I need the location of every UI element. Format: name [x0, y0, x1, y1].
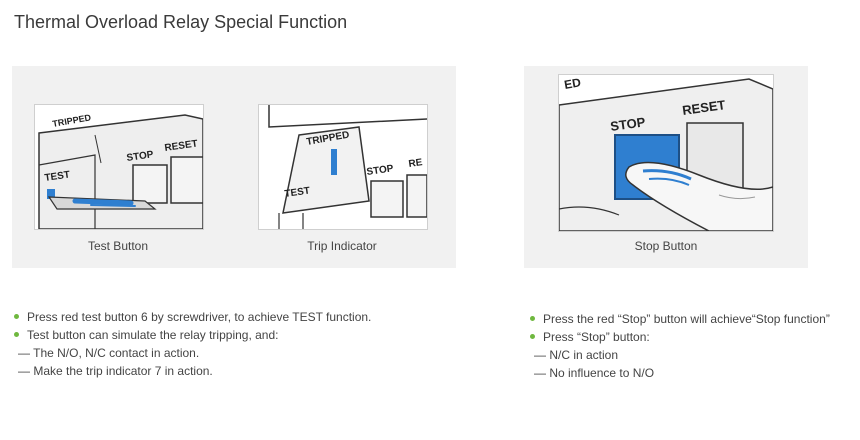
test-button-photo: TRIPPED STOP RESET TEST: [34, 104, 204, 230]
right-notes: Press the red “Stop” button will achieve…: [530, 310, 830, 382]
bullet-dot: [530, 334, 535, 340]
stop-label: STOP: [366, 163, 395, 178]
bullet-dot: [530, 316, 535, 322]
left-notes: Press red test button 6 by screwdriver, …: [14, 308, 371, 380]
right-image-panel: ED STOP RESET Stop Button: [524, 66, 808, 268]
stop-button-caption: Stop Button: [634, 239, 698, 253]
test-label: TEST: [44, 170, 71, 184]
bullet-dot: [14, 332, 19, 338]
test-button-caption: Test Button: [87, 239, 149, 253]
trip-indicator-photo: TRIPPED TEST STOP RE: [258, 104, 428, 230]
list-item: — N/C in action: [534, 348, 619, 362]
list-item: — No influence to N/O: [534, 366, 655, 380]
list-item: — The N/O, N/C contact in action.: [18, 346, 200, 360]
reset-label: RESET: [164, 138, 199, 154]
bullet-dot: [14, 314, 19, 320]
list-item: Press the red “Stop” button will achieve…: [530, 310, 830, 328]
reset-label: RE: [408, 157, 424, 170]
trip-indicator-flag: [331, 149, 337, 175]
test-label: TEST: [284, 186, 311, 200]
trip-indicator-caption: Trip Indicator: [307, 239, 377, 253]
list-item: Test button can simulate the relay tripp…: [14, 326, 371, 344]
list-item: — Make the trip indicator 7 in action.: [18, 364, 213, 378]
test-button-marker: [47, 189, 55, 199]
stop-label: STOP: [609, 114, 646, 134]
left-image-panel: TRIPPED STOP RESET TEST Test Button TRIP…: [12, 66, 456, 268]
stop-label: STOP: [126, 149, 155, 164]
list-item: Press red test button 6 by screwdriver, …: [14, 308, 371, 326]
stop-button-photo: ED STOP RESET: [558, 74, 774, 232]
list-item: Press “Stop” button:: [530, 328, 830, 346]
partial-label: ED: [563, 75, 582, 92]
screwdriver-highlight: [72, 198, 134, 206]
page-title: Thermal Overload Relay Special Function: [14, 12, 348, 32]
reset-label: RESET: [681, 97, 726, 118]
